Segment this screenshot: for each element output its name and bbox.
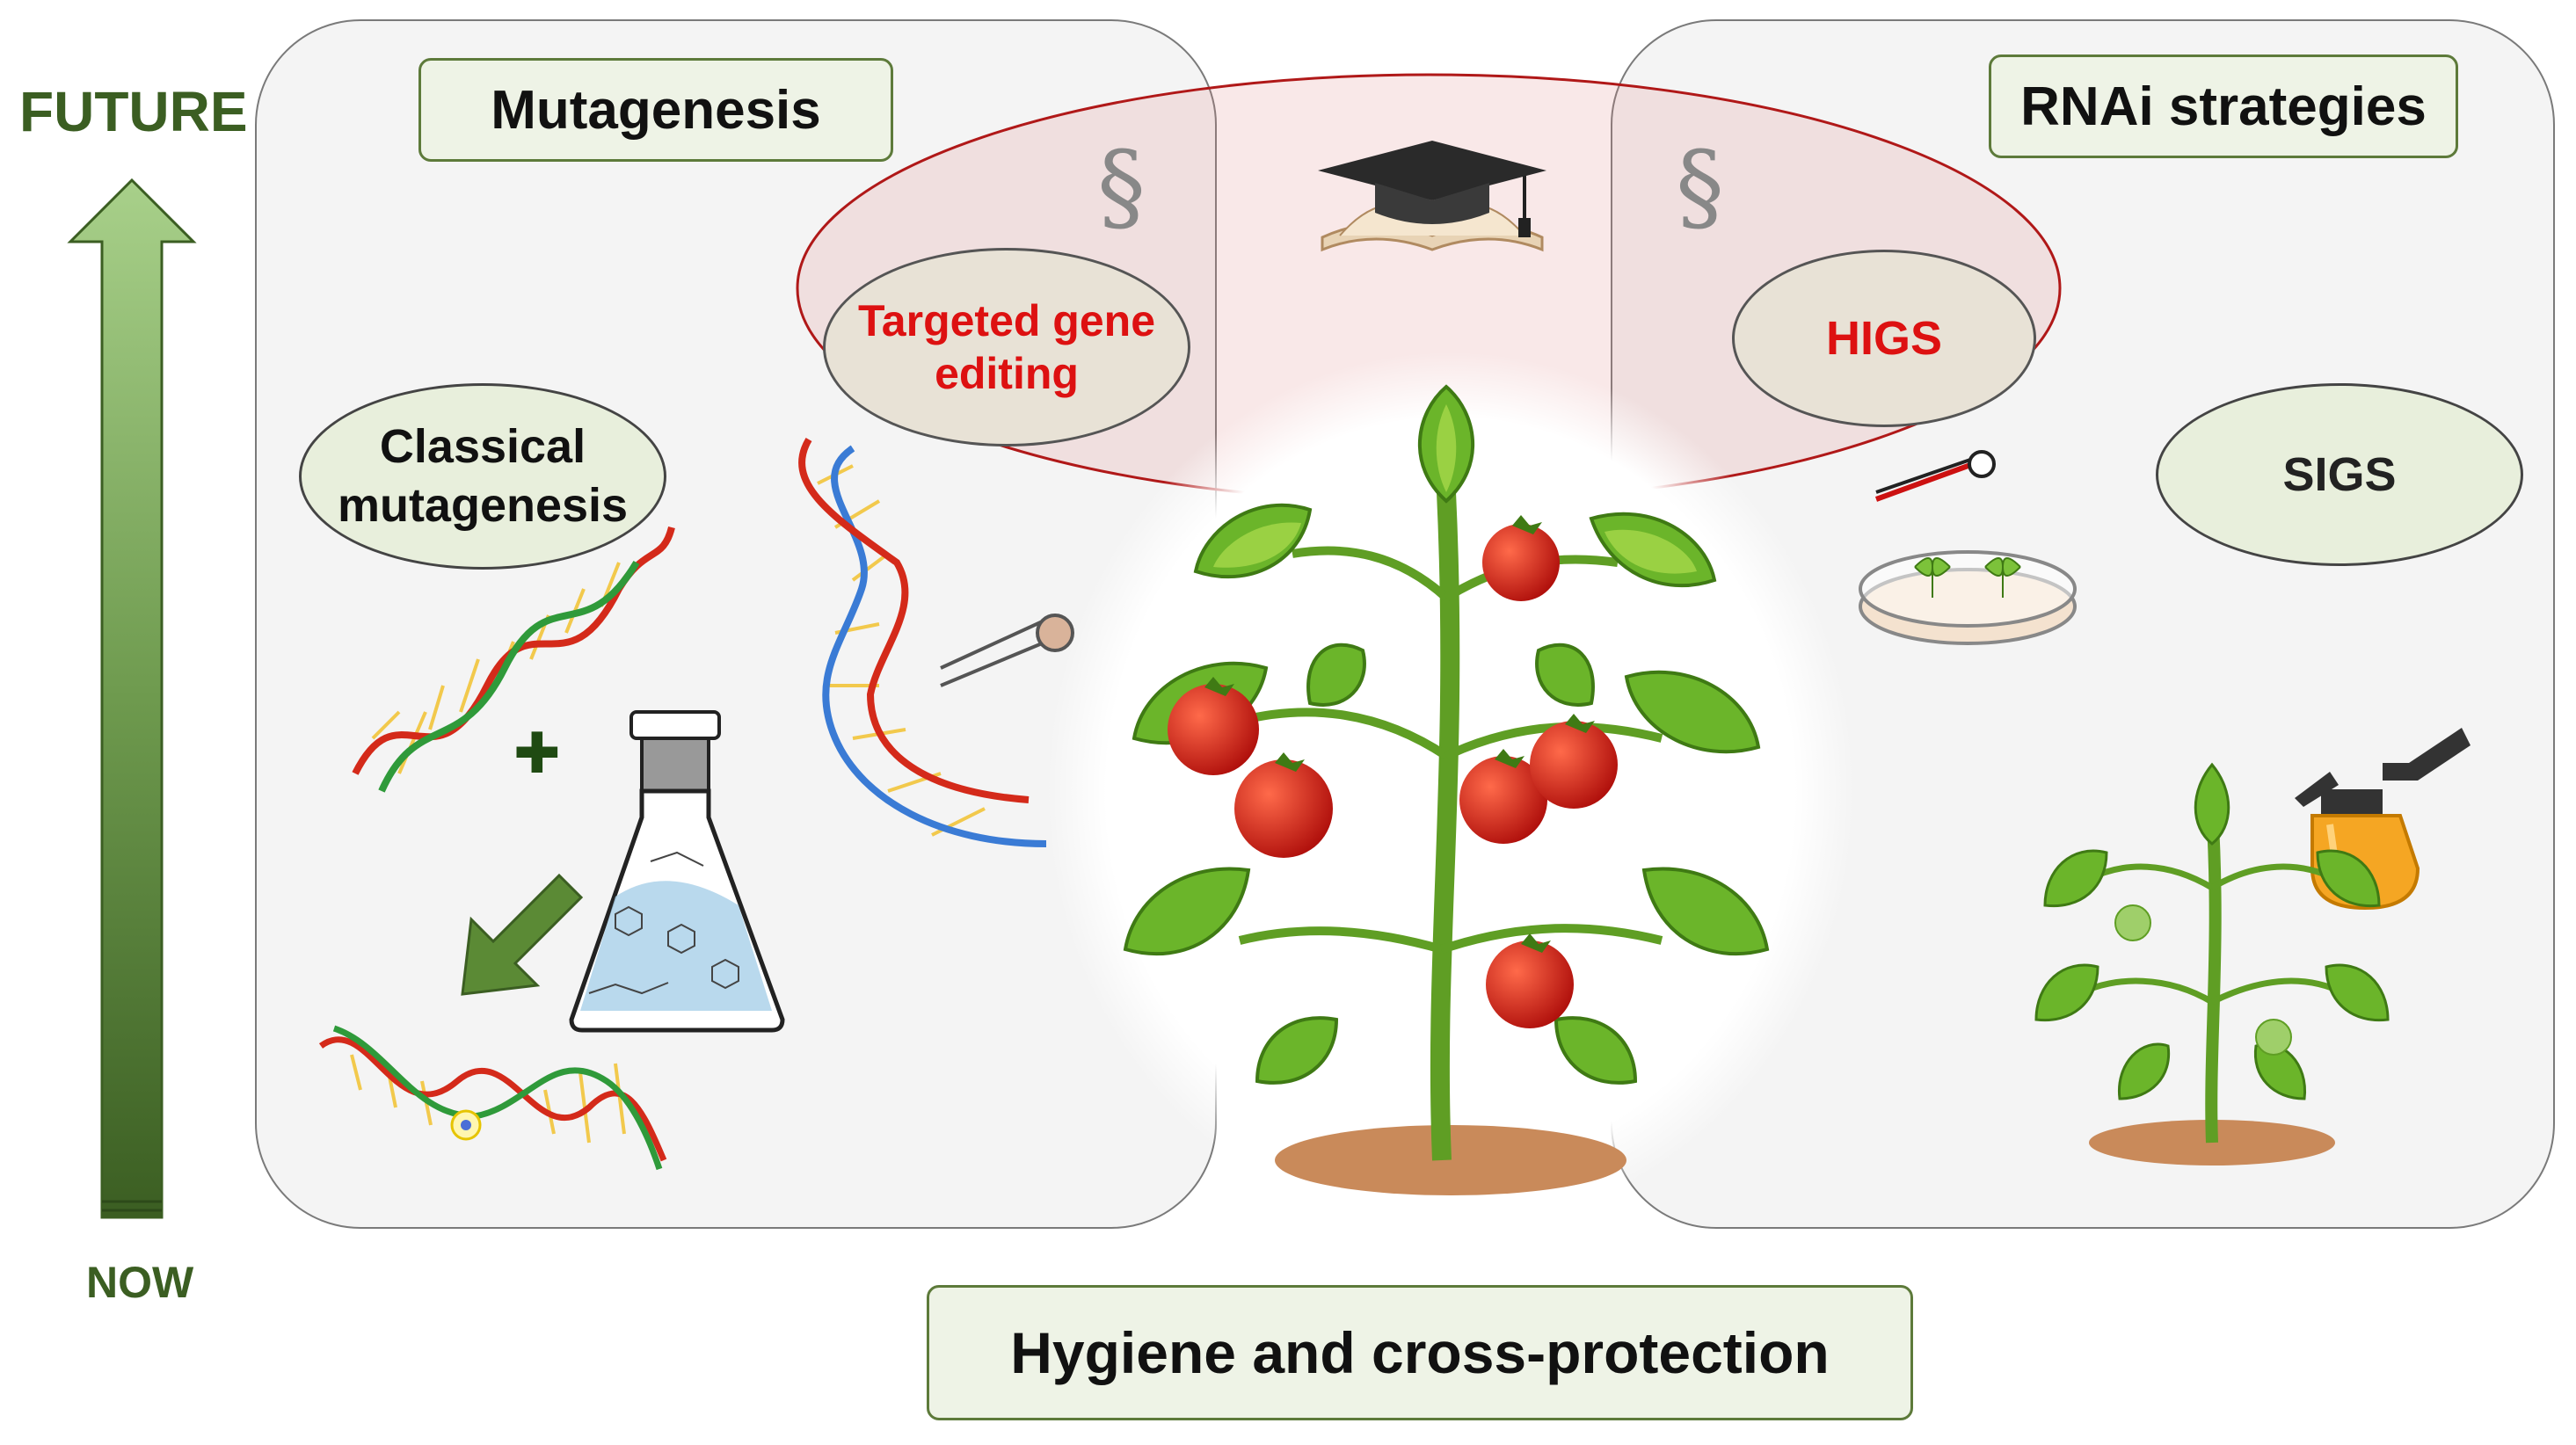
classical-mutagenesis-oval: Classical mutagenesis [299, 383, 666, 570]
gene-editing-dna-icon [798, 437, 1074, 847]
section-symbol-left: § [1097, 130, 1146, 243]
future-label: FUTURE [19, 80, 248, 143]
rnai-title: RNAi strategies [1989, 54, 2458, 158]
time-arrow [67, 178, 197, 1219]
hygiene-title: Hygiene and cross-protection [927, 1285, 1913, 1420]
mutagenesis-title: Mutagenesis [418, 58, 893, 162]
classical-line2: mutagenesis [337, 479, 629, 532]
section-symbol-right: § [1676, 130, 1724, 243]
tomato-plant-illustration [1046, 352, 1855, 1231]
down-left-arrow-icon [461, 873, 584, 996]
targeted-line1: Targeted gene [857, 296, 1156, 345]
small-tomato-plant-icon [2034, 762, 2390, 1165]
sigs-oval: SIGS [2156, 383, 2523, 566]
plus-icon: ✚ [513, 722, 561, 785]
targeted-gene-editing-oval: Targeted gene editing [823, 248, 1190, 447]
higs-oval: HIGS [1732, 250, 2036, 427]
dna-helix-icon [352, 526, 675, 793]
now-label: NOW [86, 1258, 194, 1307]
petri-dish-seedlings-icon [1859, 550, 2077, 645]
chemical-flask-icon [569, 710, 785, 1033]
graduation-cap-icon [1318, 141, 1546, 252]
classical-line1: Classical [379, 419, 586, 473]
pipette-icon [1874, 450, 1996, 502]
targeted-line2: editing [935, 349, 1079, 398]
mutated-dna-icon [318, 1025, 667, 1171]
